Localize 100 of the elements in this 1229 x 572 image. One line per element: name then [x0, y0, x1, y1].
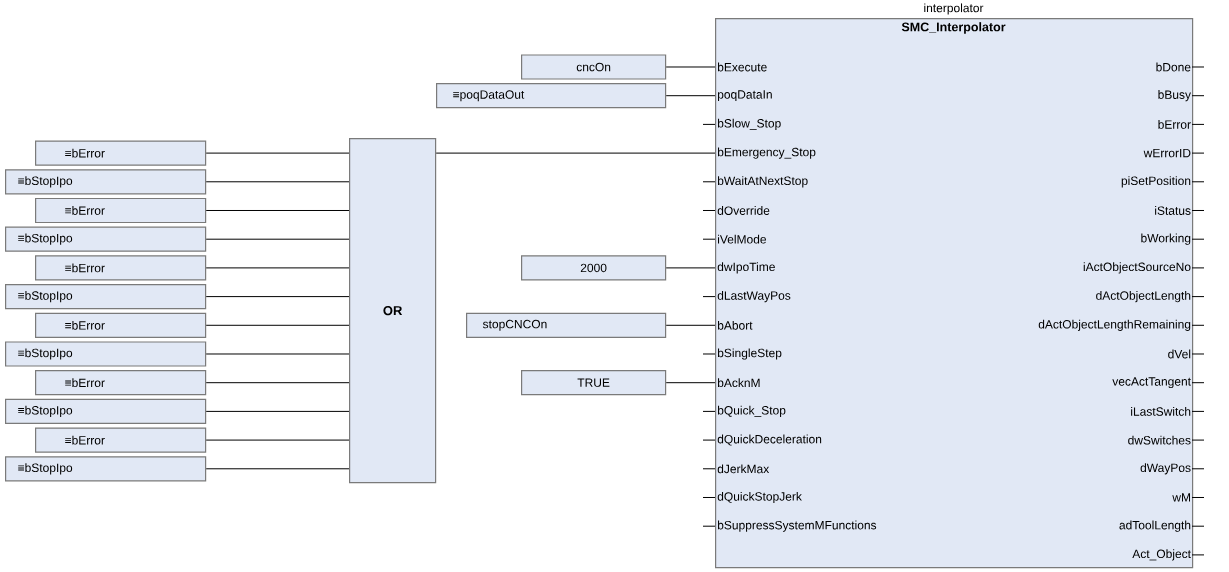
connector-line	[702, 210, 716, 211]
pin-label: bSuppressSystemMFunctions	[717, 520, 877, 532]
pin-label: dWayPos	[1140, 463, 1191, 475]
pin-label: bWorking	[1141, 233, 1191, 245]
pin-label: vecActTangent	[1112, 377, 1191, 389]
variable-box: ≡bStopIpo	[5, 226, 207, 252]
connector-line	[205, 382, 350, 384]
connector-line	[1191, 382, 1205, 384]
variable-box: TRUE	[521, 370, 667, 396]
connector-line	[1191, 181, 1205, 183]
pin-label: dQuickDeceleration	[717, 434, 822, 446]
variable-box: ≡poqDataOut	[436, 83, 667, 109]
pin-label: bDone	[1156, 62, 1191, 72]
pin-label: bEmergency_Stop	[717, 147, 816, 159]
pin-label: dLastWayPos	[717, 291, 791, 303]
pin-label: dJerkMax	[717, 464, 770, 474]
pin-label: dActObjectLength	[1096, 291, 1191, 303]
variable-box: ≡bStopIpo	[5, 169, 207, 195]
instance-name: interpolator	[924, 3, 984, 15]
pin-label: dOverride	[717, 206, 770, 215]
connector-line	[205, 353, 350, 355]
connector-line	[665, 267, 716, 269]
connector-line	[205, 296, 350, 298]
connector-line	[1191, 324, 1205, 326]
connector-line	[665, 382, 716, 384]
connector-line	[702, 181, 716, 183]
connector-line	[702, 439, 716, 441]
variable-box: ≡bError	[35, 140, 207, 166]
connector-line	[1191, 267, 1205, 269]
connector-line	[702, 353, 716, 355]
pin-label: bBusy	[1158, 90, 1191, 102]
connector-line	[702, 497, 716, 498]
variable-box: ≡bError	[35, 197, 207, 224]
connector-line	[702, 410, 716, 412]
connector-line	[205, 238, 350, 240]
variable-box: ≡bStopIpo	[5, 284, 207, 310]
connector-line	[205, 439, 350, 441]
pin-label: dActObjectLengthRemaining	[1038, 319, 1191, 331]
pin-label: adToolLength	[1119, 520, 1191, 532]
connector-line	[1191, 554, 1205, 556]
connector-line	[702, 123, 716, 125]
pin-label: dwIpoTime	[717, 262, 775, 274]
pin-label: piSetPosition	[1121, 176, 1191, 188]
pin-label: bQuick_Stop	[717, 405, 786, 417]
pin-label: bExecute	[717, 62, 767, 72]
pin-label: bError	[1158, 120, 1191, 129]
connector-line	[205, 410, 350, 412]
variable-box: ≡bStopIpo	[5, 398, 207, 424]
pin-label: bWaitAtNextStop	[717, 176, 808, 188]
pin-label: poqDataIn	[717, 90, 772, 102]
connector-line	[205, 181, 350, 183]
connector-line	[702, 468, 716, 470]
connector-line	[1191, 497, 1205, 498]
connector-line	[1191, 468, 1205, 470]
pin-label: iActObjectSourceNo	[1083, 262, 1191, 274]
pin-label: bSingleStep	[717, 348, 782, 360]
pin-label: iVelMode	[718, 234, 766, 244]
pin-label: wM	[1172, 493, 1190, 502]
connector-line	[1191, 66, 1205, 68]
variable-box: ≡bError	[35, 312, 207, 338]
variable-box: ≡bError	[35, 427, 207, 453]
connector-line	[1191, 95, 1205, 97]
connector-line	[205, 152, 350, 154]
variable-box: ≡bStopIpo	[5, 456, 207, 482]
pin-label: Act_Object	[1132, 549, 1191, 561]
connector-line	[1191, 123, 1205, 125]
pin-label: iStatus	[1155, 206, 1191, 215]
or-gate-box: OR	[349, 138, 437, 484]
connector-line	[665, 95, 716, 97]
variable-box: ≡bStopIpo	[5, 341, 207, 367]
connector-line	[205, 468, 350, 470]
connector-line	[205, 324, 350, 326]
connector-line	[702, 525, 716, 527]
connector-line	[1191, 439, 1205, 441]
variable-box: stopCNCOn	[466, 312, 667, 338]
connector-line	[435, 152, 716, 154]
connector-line	[205, 210, 350, 211]
connector-line	[1191, 353, 1205, 355]
connector-line	[665, 66, 716, 68]
connector-line	[1191, 525, 1205, 527]
variable-box: ≡bError	[35, 370, 207, 396]
pin-label: bAbort	[717, 320, 753, 330]
pin-label: iLastSwitch	[1131, 407, 1191, 416]
pin-label: dwSwitches	[1128, 435, 1191, 445]
connector-line	[1191, 238, 1205, 240]
connector-line	[702, 238, 716, 240]
pin-label: dVel	[1168, 349, 1191, 359]
variable-box: ≡bError	[35, 255, 207, 281]
connector-line	[1191, 410, 1205, 412]
pin-label: bSlow_Stop	[717, 118, 781, 130]
variable-box: 2000	[521, 255, 667, 281]
pin-label: dQuickStopJerk	[717, 491, 802, 504]
connector-line	[665, 324, 716, 326]
connector-line	[1191, 152, 1205, 154]
pin-label: wErrorID	[1143, 148, 1191, 158]
pin-label: bAcknM	[717, 378, 760, 388]
connector-line	[702, 296, 716, 298]
variable-box: cncOn	[521, 54, 667, 80]
connector-line	[205, 267, 350, 269]
connector-line	[1191, 296, 1205, 298]
